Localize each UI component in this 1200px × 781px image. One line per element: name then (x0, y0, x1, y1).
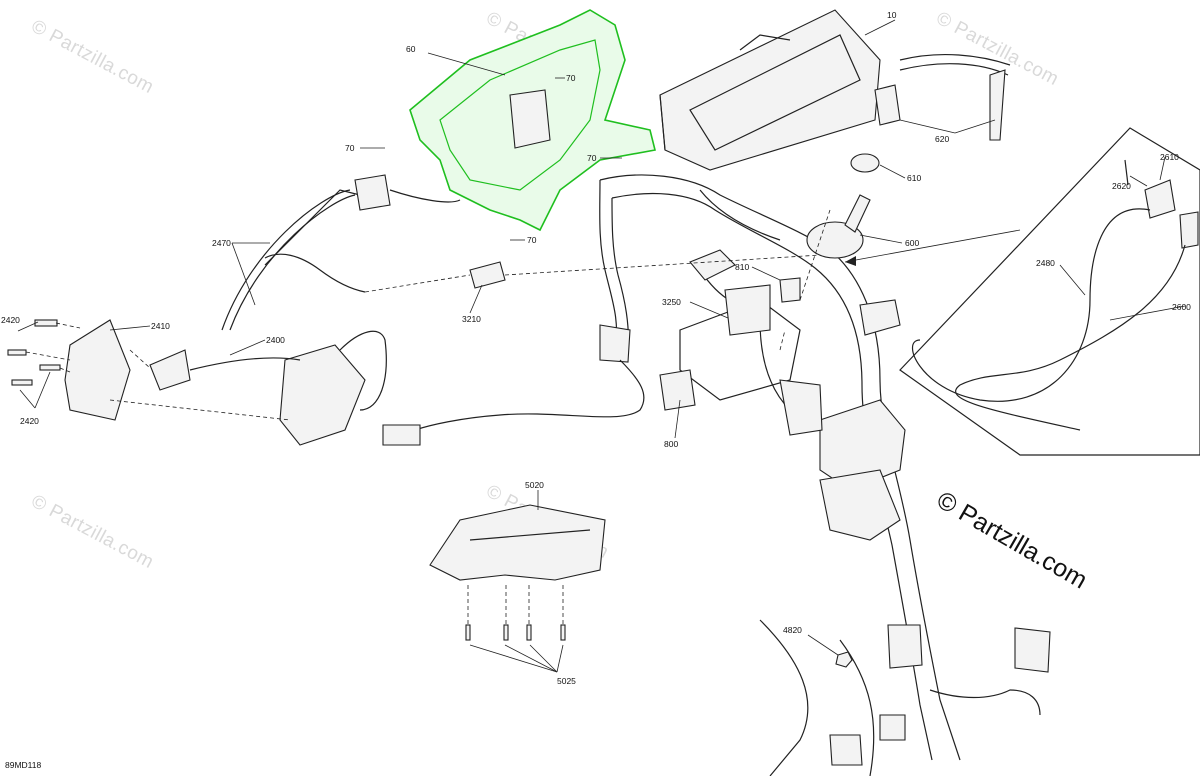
ignition-parts[interactable] (806, 153, 880, 259)
callout-labels: 10 60 70 70 70 70 620 610 600 2470 3210 … (1, 10, 1191, 770)
callout-2400: 2400 (266, 335, 285, 345)
watermark-text: © Partzilla.com (28, 16, 158, 98)
key-coiled-lanyard[interactable] (874, 53, 1011, 141)
relay-components[interactable] (659, 209, 831, 411)
callout-810: 810 (735, 262, 749, 272)
callout-2420: 2420 (20, 416, 39, 426)
callout-3210: 3210 (462, 314, 481, 324)
diagram-code: 89MD118 (5, 760, 41, 770)
callout-70: 70 (345, 143, 355, 153)
callout-600: 600 (905, 238, 919, 248)
callout-2420: 2420 (1, 315, 20, 325)
callout-2620: 2620 (1112, 181, 1131, 191)
callout-2610: 2610 (1160, 152, 1179, 162)
connector-3210[interactable] (264, 253, 821, 293)
callout-5025: 5025 (557, 676, 576, 686)
partzilla-copyright: © Partzilla.com (932, 486, 1092, 594)
watermark-text: © Partzilla.com (28, 491, 158, 573)
callout-610: 610 (907, 173, 921, 183)
main-harness[interactable] (382, 174, 1051, 777)
inset-accessory-panel[interactable] (844, 127, 1200, 456)
cover-5020[interactable] (429, 504, 606, 641)
instrument-cluster[interactable] (659, 9, 881, 171)
callout-2480: 2480 (1036, 258, 1055, 268)
callout-4820: 4820 (783, 625, 802, 635)
callout-70: 70 (587, 153, 597, 163)
callout-70: 70 (566, 73, 576, 83)
callout-5020: 5020 (525, 480, 544, 490)
callout-60: 60 (406, 44, 416, 54)
callout-2470: 2470 (212, 238, 231, 248)
nut-4820[interactable] (835, 651, 853, 668)
callout-leaders (17, 19, 1186, 673)
callout-620: 620 (935, 134, 949, 144)
callout-10: 10 (887, 10, 897, 20)
callout-2410: 2410 (151, 321, 170, 331)
callout-3250: 3250 (662, 297, 681, 307)
callout-800: 800 (664, 439, 678, 449)
callout-2600: 2600 (1172, 302, 1191, 312)
callout-70: 70 (527, 235, 537, 245)
handlebar-switch-assembly[interactable] (7, 174, 461, 446)
